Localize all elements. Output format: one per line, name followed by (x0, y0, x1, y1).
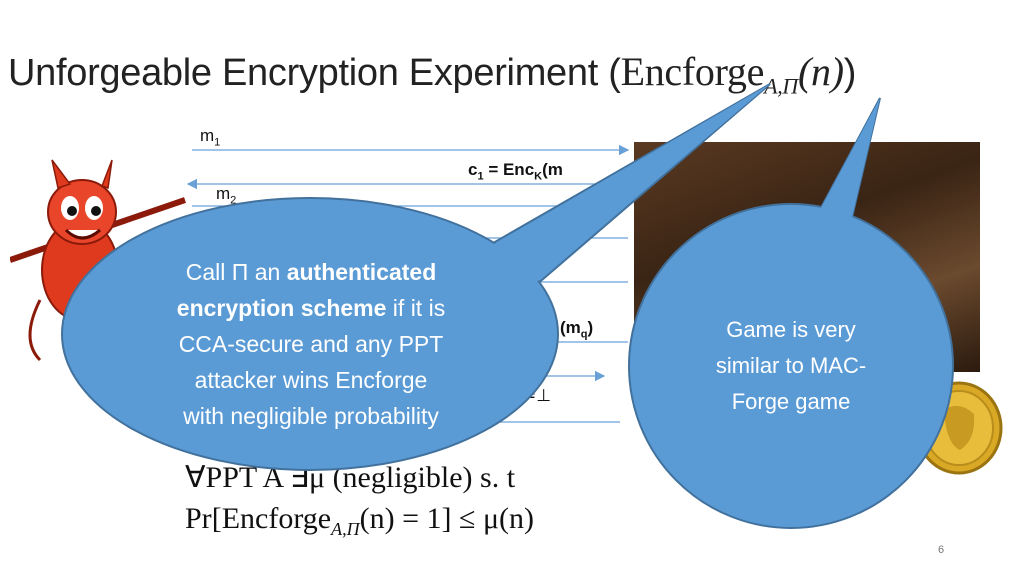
left-bubble-line4: attacker wins Encforge (194, 367, 428, 393)
slide-title: Unforgeable Encryption Experiment (Encfo… (8, 48, 856, 100)
page-number: 6 (938, 544, 945, 556)
right-bubble-line3: Forge game (731, 389, 851, 414)
condition-line-2: Pr[EncforgeA,Π(n) = 1] ≤ μ(n) (185, 502, 535, 539)
title-math: Encforge (620, 49, 765, 94)
right-bubble-text: Game is very similar to MAC- Forge game (680, 312, 902, 420)
label-c1: c1 = EncK(m (468, 160, 563, 183)
right-bubble-line2: similar to MAC- (715, 353, 867, 378)
label-m1: m1 (200, 126, 221, 149)
right-bubble-line1: Game is very (726, 317, 856, 342)
title-sub: A,Π (764, 73, 798, 99)
label-cq: (mq) (560, 318, 594, 341)
title-close: ) (843, 52, 857, 94)
label-m2: m2 (216, 184, 237, 207)
left-bubble-text: Call Π an authenticated encryption schem… (128, 254, 494, 434)
title-arg: (n) (798, 49, 844, 94)
left-bubble-line1: Call Π an authenticated (185, 259, 437, 285)
left-bubble-line3: CCA-secure and any PPT (178, 331, 444, 357)
title-text: Unforgeable Encryption Experiment ( (8, 52, 621, 94)
left-bubble-line5: with negligible probability (183, 403, 439, 429)
left-bubble-line2: encryption scheme if it is (176, 295, 446, 321)
